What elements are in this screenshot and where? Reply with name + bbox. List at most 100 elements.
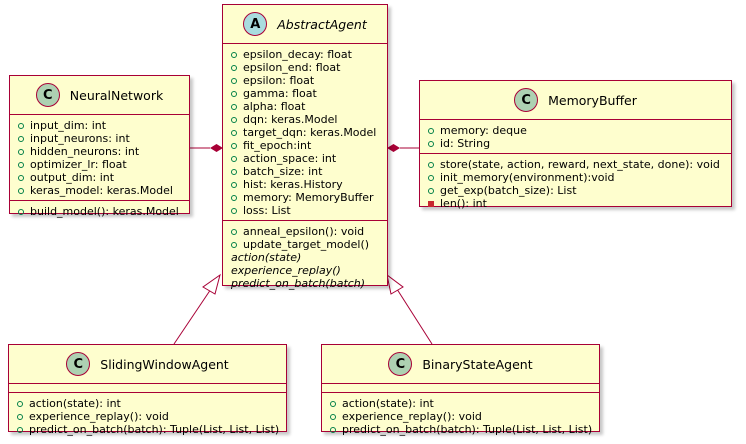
method-row: predict_on_batch(batch): Tuple(List, Lis… xyxy=(9,423,286,436)
field-row: hist: keras.History xyxy=(223,178,387,191)
field-row: memory: MemoryBuffer xyxy=(223,191,387,204)
class-binary-state-agent[interactable]: C BinaryStateAgent action(state): int ex… xyxy=(321,344,600,436)
public-visibility-icon xyxy=(231,90,237,97)
public-visibility-icon xyxy=(330,400,336,407)
class-neural-network[interactable]: C NeuralNetwork input_dim: int input_neu… xyxy=(9,75,190,218)
abstract-method-row: experience_replay() xyxy=(231,264,341,277)
method-row: build_model(): keras.Model xyxy=(10,205,189,218)
class-badge-icon: C xyxy=(514,88,539,112)
public-visibility-icon xyxy=(18,148,24,155)
public-visibility-icon xyxy=(231,241,237,248)
field-row: hidden_neurons: int xyxy=(10,145,189,158)
class-abstract-agent[interactable]: A AbstractAgent epsilon_decay: float eps… xyxy=(222,4,388,290)
class-header: C BinaryStateAgent xyxy=(322,345,599,383)
class-name: MemoryBuffer xyxy=(548,92,637,108)
public-visibility-icon xyxy=(428,161,434,168)
composition-diamond-neuralnetwork xyxy=(210,144,223,152)
class-badge-icon: C xyxy=(35,83,60,107)
class-header: A AbstractAgent xyxy=(223,5,387,43)
field-row: fit_epoch:int xyxy=(223,139,387,152)
fields-section xyxy=(9,383,286,392)
methods-section: build_model(): keras.Model xyxy=(10,200,189,221)
class-header: C SlidingWindowAgent xyxy=(9,345,286,383)
fields-section: input_dim: int input_neurons: int hidden… xyxy=(10,114,189,200)
public-visibility-icon xyxy=(428,127,434,134)
class-name: AbstractAgent xyxy=(277,16,367,32)
public-visibility-icon xyxy=(17,400,23,407)
class-name: NeuralNetwork xyxy=(69,87,164,103)
public-visibility-icon xyxy=(231,228,237,235)
public-visibility-icon xyxy=(18,122,24,129)
method-row: action(state): int xyxy=(9,397,286,410)
method-row: init_memory(environment):void xyxy=(420,171,731,184)
abstract-class-badge-icon: A xyxy=(243,12,268,36)
abstract-method-row: predict_on_batch(batch) xyxy=(231,277,366,290)
methods-section: store(state, action, reward, next_state,… xyxy=(420,153,731,213)
field-row: keras_model: keras.Model xyxy=(10,184,189,197)
field-row: epsilon_end: float xyxy=(223,61,387,74)
public-visibility-icon xyxy=(18,161,24,168)
public-visibility-icon xyxy=(17,413,23,420)
public-visibility-icon xyxy=(231,181,237,188)
public-visibility-icon xyxy=(231,155,237,162)
method-row: experience_replay(): void xyxy=(322,410,599,423)
field-row: id: String xyxy=(420,137,731,150)
fields-section xyxy=(322,383,599,392)
public-visibility-icon xyxy=(428,140,434,147)
composition-diamond-memorybuffer xyxy=(387,144,400,152)
class-header: C NeuralNetwork xyxy=(10,76,189,114)
method-row: experience_replay(): void xyxy=(9,410,286,423)
public-visibility-icon xyxy=(231,129,237,136)
class-name: BinaryStateAgent xyxy=(422,356,533,372)
public-visibility-icon xyxy=(231,103,237,110)
method-row: update_target_model() xyxy=(223,238,387,251)
field-row: epsilon_decay: float xyxy=(223,48,387,61)
class-sliding-window-agent[interactable]: C SlidingWindowAgent action(state): int … xyxy=(8,344,287,436)
method-row: anneal_epsilon(): void xyxy=(223,225,387,238)
field-row: epsilon: float xyxy=(223,74,387,87)
method-row: predict_on_batch(batch): Tuple(List, Lis… xyxy=(322,423,599,436)
class-name: SlidingWindowAgent xyxy=(100,356,229,372)
public-visibility-icon xyxy=(330,426,336,433)
field-row: batch_size: int xyxy=(223,165,387,178)
fields-section: memory: deque id: String xyxy=(420,119,731,153)
field-row: gamma: float xyxy=(223,87,387,100)
public-visibility-icon xyxy=(17,426,23,433)
methods-section: action(state): int experience_replay(): … xyxy=(9,392,286,439)
fields-section: epsilon_decay: float epsilon_end: float … xyxy=(223,43,387,220)
public-visibility-icon xyxy=(18,187,24,194)
public-visibility-icon xyxy=(18,174,24,181)
inheritance-line-binarystate xyxy=(394,285,433,345)
public-visibility-icon xyxy=(18,135,24,142)
field-row: loss: List xyxy=(223,204,387,217)
public-visibility-icon xyxy=(18,208,24,215)
inheritance-arrow-binarystate xyxy=(386,273,404,295)
private-visibility-icon xyxy=(428,200,434,207)
public-visibility-icon xyxy=(231,51,237,58)
abstract-method-row: action(state) xyxy=(231,251,302,264)
field-row: input_dim: int xyxy=(10,119,189,132)
public-visibility-icon xyxy=(231,168,237,175)
public-visibility-icon xyxy=(428,174,434,181)
method-row: store(state, action, reward, next_state,… xyxy=(420,158,731,171)
public-visibility-icon xyxy=(231,194,237,201)
inheritance-arrow-slidingwindow xyxy=(202,273,221,295)
field-row: optimizer_lr: float xyxy=(10,158,189,171)
class-badge-icon: C xyxy=(388,352,413,376)
class-memory-buffer[interactable]: C MemoryBuffer memory: deque id: String … xyxy=(419,80,732,210)
method-row: get_exp(batch_size): List xyxy=(420,184,731,197)
public-visibility-icon xyxy=(330,413,336,420)
field-row: dqn: keras.Model xyxy=(223,113,387,126)
field-row: action_space: int xyxy=(223,152,387,165)
field-row: memory: deque xyxy=(420,124,731,137)
public-visibility-icon xyxy=(231,77,237,84)
public-visibility-icon xyxy=(231,142,237,149)
inheritance-line-slidingwindow xyxy=(173,285,214,345)
field-row: alpha: float xyxy=(223,100,387,113)
field-row: input_neurons: int xyxy=(10,132,189,145)
methods-section: anneal_epsilon(): void update_target_mod… xyxy=(223,220,387,293)
field-row: target_dqn: keras.Model xyxy=(223,126,387,139)
method-row: action(state): int xyxy=(322,397,599,410)
field-row: output_dim: int xyxy=(10,171,189,184)
